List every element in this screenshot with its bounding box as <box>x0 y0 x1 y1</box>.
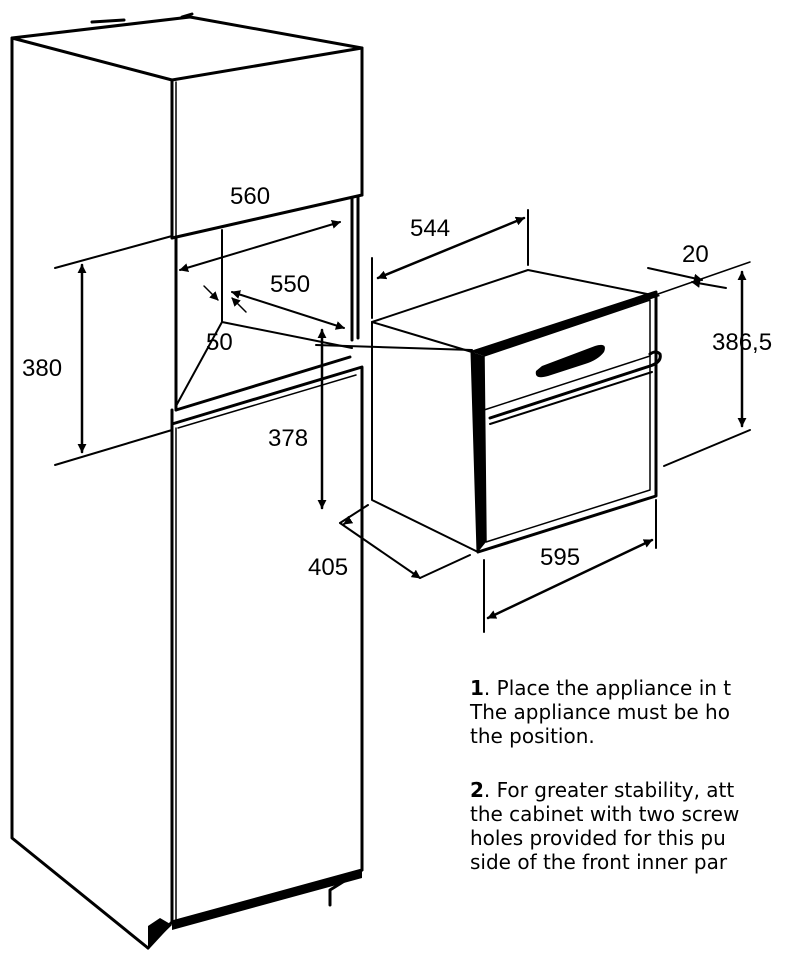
instruction-text: . For greater stability, att <box>483 778 735 802</box>
dim-front-height: 386,5 <box>712 329 772 356</box>
instruction-line: the position. <box>470 724 595 748</box>
instruction-2: 2. For greater stability, att the cabine… <box>470 778 787 874</box>
dim-body-depth: 405 <box>308 554 348 581</box>
instruction-1: 1. Place the appliance in t The applianc… <box>470 676 787 748</box>
instruction-line: holes provided for this pu <box>470 826 726 850</box>
instruction-line: The appliance must be ho <box>470 700 730 724</box>
dim-front-width: 595 <box>540 544 580 571</box>
dim-niche-setback: 50 <box>206 329 233 356</box>
instructions: 1. Place the appliance in t The applianc… <box>470 676 787 904</box>
dim-niche-width: 560 <box>230 183 270 210</box>
dim-front-panel: 20 <box>682 241 709 268</box>
dim-niche-height: 380 <box>22 355 62 382</box>
dim-niche-depth: 550 <box>270 271 310 298</box>
instruction-text: . Place the appliance in t <box>483 676 732 700</box>
step-number: 2 <box>470 778 484 802</box>
appliance <box>371 269 662 554</box>
step-number: 1 <box>470 676 484 700</box>
cabinet <box>10 12 364 950</box>
instruction-line: 2. For greater stability, att <box>470 778 787 802</box>
instruction-line: 1. Place the appliance in t <box>470 676 787 700</box>
dim-body-height: 378 <box>268 425 308 452</box>
instruction-line: the cabinet with two screw <box>470 802 740 826</box>
dimension-lines <box>54 209 751 633</box>
instruction-line: side of the front inner par <box>470 850 728 874</box>
dim-appliance-depth: 544 <box>410 215 450 242</box>
